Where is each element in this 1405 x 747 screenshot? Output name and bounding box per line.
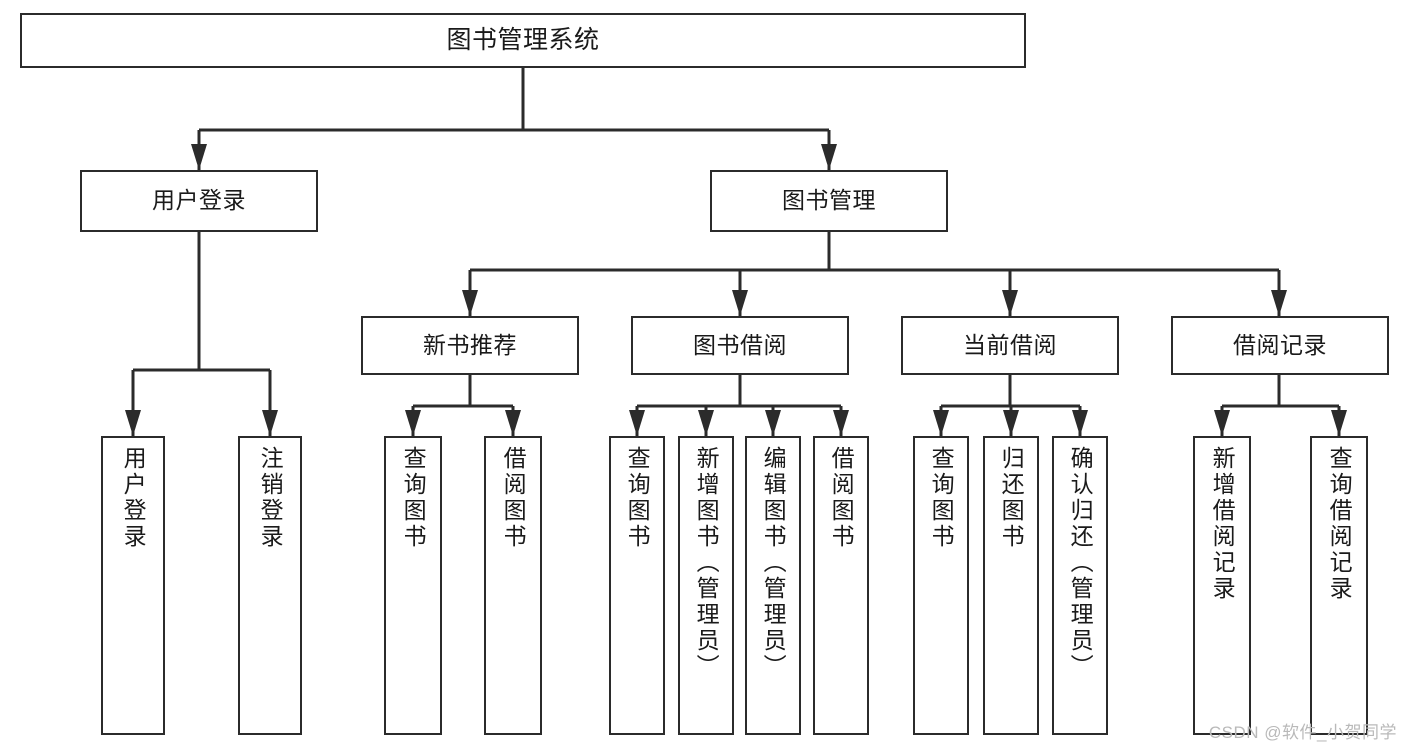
arrow-head-icon-new-book-recommend-0: [405, 410, 421, 436]
node-leaf-return-book-label: 归还图书: [998, 446, 1025, 550]
node-leaf-borrow-book-2[interactable]: 借阅图书: [813, 436, 869, 735]
node-borrow-record[interactable]: 借阅记录: [1171, 316, 1389, 375]
arrow-head-icon-root-1: [821, 144, 837, 170]
node-book-manage[interactable]: 图书管理: [710, 170, 948, 232]
arrow-head-icon-borrow-record-0: [1214, 410, 1230, 436]
arrow-head-icon-book-manage-1: [732, 290, 748, 316]
arrow-head-icon-book-manage-2: [1002, 290, 1018, 316]
arrow-head-icon-current-borrow-2: [1072, 410, 1088, 436]
arrow-head-icon-book-borrow-3: [833, 410, 849, 436]
arrow-head-icon-book-borrow-1: [698, 410, 714, 436]
arrow-head-icon-book-borrow-2: [765, 410, 781, 436]
arrow-head-icon-root-0: [191, 144, 207, 170]
node-leaf-query-book-2-label: 查询图书: [624, 446, 651, 550]
node-leaf-borrow-book-2-label: 借阅图书: [828, 446, 855, 550]
node-user-login-label: 用户登录: [152, 187, 246, 214]
node-leaf-query-book-1-label: 查询图书: [400, 446, 427, 550]
node-leaf-add-book-label: 新增图书（管理员）: [693, 446, 720, 680]
node-borrow-record-label: 借阅记录: [1233, 331, 1327, 358]
node-leaf-confirm-return[interactable]: 确认归还（管理员）: [1052, 436, 1108, 735]
node-book-borrow-label: 图书借阅: [693, 331, 787, 358]
arrow-head-icon-borrow-record-1: [1331, 410, 1347, 436]
node-leaf-confirm-return-label: 确认归还（管理员）: [1067, 446, 1094, 680]
node-leaf-query-book-3-label: 查询图书: [928, 446, 955, 550]
arrow-head-icon-user-login-0: [125, 410, 141, 436]
arrow-head-icon-user-login-1: [262, 410, 278, 436]
arrow-head-icon-book-manage-3: [1271, 290, 1287, 316]
node-current-borrow-label: 当前借阅: [963, 331, 1057, 358]
node-leaf-edit-book-label: 编辑图书（管理员）: [760, 446, 787, 680]
arrow-head-icon-current-borrow-1: [1003, 410, 1019, 436]
node-leaf-borrow-book-1-label: 借阅图书: [500, 446, 527, 550]
csdn-watermark: CSDN @软件_小贺同学: [1208, 723, 1397, 742]
node-leaf-query-book-2[interactable]: 查询图书: [609, 436, 665, 735]
node-book-manage-label: 图书管理: [782, 187, 876, 214]
node-root-label: 图书管理系统: [446, 25, 600, 54]
node-leaf-query-book-3[interactable]: 查询图书: [913, 436, 969, 735]
node-leaf-add-record-label: 新增借阅记录: [1209, 446, 1236, 602]
arrow-head-icon-book-borrow-0: [629, 410, 645, 436]
node-new-book-recommend-label: 新书推荐: [423, 331, 517, 358]
node-leaf-user-login[interactable]: 用户登录: [101, 436, 165, 735]
node-root[interactable]: 图书管理系统: [20, 13, 1026, 68]
arrow-head-icon-new-book-recommend-1: [505, 410, 521, 436]
arrow-head-icon-current-borrow-0: [933, 410, 949, 436]
node-leaf-add-record[interactable]: 新增借阅记录: [1193, 436, 1251, 735]
arrow-head-icon-book-manage-0: [462, 290, 478, 316]
node-leaf-query-record[interactable]: 查询借阅记录: [1310, 436, 1368, 735]
node-leaf-logout[interactable]: 注销登录: [238, 436, 302, 735]
node-leaf-query-record-label: 查询借阅记录: [1326, 446, 1353, 602]
node-book-borrow[interactable]: 图书借阅: [631, 316, 849, 375]
node-user-login[interactable]: 用户登录: [80, 170, 318, 232]
node-leaf-edit-book[interactable]: 编辑图书（管理员）: [745, 436, 801, 735]
node-current-borrow[interactable]: 当前借阅: [901, 316, 1119, 375]
node-leaf-user-login-label: 用户登录: [120, 446, 147, 550]
node-leaf-return-book[interactable]: 归还图书: [983, 436, 1039, 735]
node-leaf-query-book-1[interactable]: 查询图书: [384, 436, 442, 735]
node-new-book-recommend[interactable]: 新书推荐: [361, 316, 579, 375]
node-leaf-add-book[interactable]: 新增图书（管理员）: [678, 436, 734, 735]
node-leaf-logout-label: 注销登录: [257, 446, 284, 550]
node-leaf-borrow-book-1[interactable]: 借阅图书: [484, 436, 542, 735]
